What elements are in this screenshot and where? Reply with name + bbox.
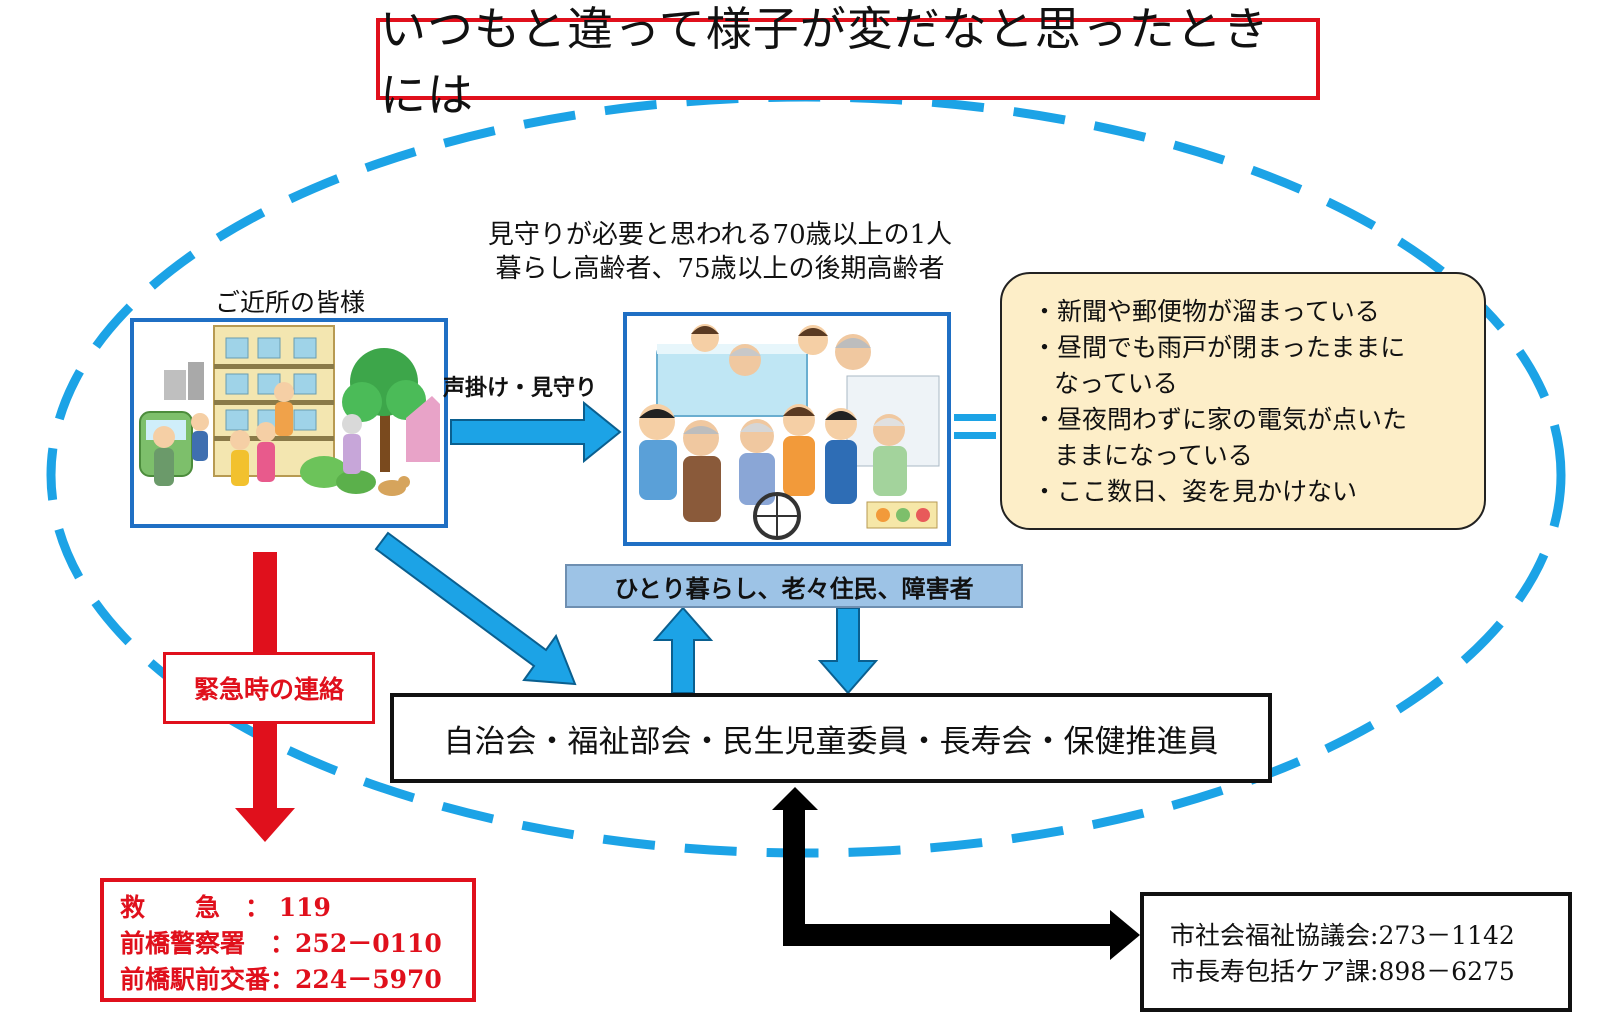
emergency-name: 前橋警察署 bbox=[120, 929, 246, 958]
emergency-row: 前橋警察署 ：252－0110 bbox=[120, 926, 472, 962]
emergency-row: 救 急 ： 119 bbox=[120, 890, 472, 926]
down-arrow bbox=[817, 607, 879, 695]
warning-sign-text-cont: なっている bbox=[1054, 369, 1178, 398]
warning-signs-box: ・新聞や郵便物が溜まっている ・昼間でも雨戸が閉まったままに なっている ・昼夜… bbox=[1000, 272, 1486, 530]
warning-sign-text-cont: ままになっている bbox=[1054, 441, 1253, 470]
city-contacts-box: 市社会福祉協議会:273－1142 市長寿包括ケア課:898－6275 bbox=[1140, 892, 1572, 1012]
target-line-2: 暮らし高齢者、75歳以上の後期高齢者 bbox=[495, 254, 945, 284]
emergency-name: 救 急 bbox=[120, 893, 221, 922]
emergency-separator: ： bbox=[245, 929, 296, 958]
contact-row: 市社会福祉協議会:273－1142 bbox=[1170, 921, 1515, 950]
organizations-box: 自治会・福祉部会・民生児童委員・長寿会・保健推進員 bbox=[390, 693, 1272, 783]
watch-arrow-label: 声掛け・見守り bbox=[443, 376, 598, 401]
contact-name: 市社会福祉協議会 bbox=[1170, 921, 1371, 950]
emergency-name: 前橋駅前交番 bbox=[120, 965, 271, 994]
warning-sign-text: ・ここ数日、姿を見かけない bbox=[1032, 477, 1358, 506]
emergency-arrow bbox=[235, 552, 295, 842]
warning-sign-item: ・昼間でも雨戸が閉まったままに なっている bbox=[1032, 330, 1470, 402]
warning-sign-item: ・新聞や郵便物が溜まっている bbox=[1032, 294, 1470, 330]
elderly-people-scene-icon bbox=[627, 316, 947, 542]
contact-number: 898－6275 bbox=[1378, 957, 1515, 986]
elderly-care-illustration bbox=[623, 312, 951, 546]
up-arrow bbox=[652, 606, 714, 694]
watch-arrow bbox=[450, 400, 622, 464]
contact-name: 市長寿包括ケア課 bbox=[1170, 957, 1371, 986]
neighborhood-scene-icon bbox=[134, 322, 444, 524]
neighbors-illustration bbox=[130, 318, 448, 528]
warning-sign-item: ・昼夜問わずに家の電気が点いた ままになっている bbox=[1032, 402, 1470, 474]
emergency-number: 119 bbox=[278, 893, 331, 922]
contacts-elbow-arrow bbox=[772, 787, 1140, 960]
equals-connector bbox=[954, 414, 996, 439]
emergency-separator: ： bbox=[270, 965, 296, 994]
target-line-1: 見守りが必要と思われる70歳以上の1人 bbox=[487, 220, 953, 250]
target-description: 見守りが必要と思われる70歳以上の1人 暮らし高齢者、75歳以上の後期高齢者 bbox=[440, 218, 1000, 286]
neighbors-label: ご近所の皆様 bbox=[214, 288, 365, 317]
emergency-separator: ： bbox=[220, 893, 271, 922]
warning-sign-item: ・ここ数日、姿を見かけない bbox=[1032, 474, 1470, 510]
emergency-numbers-box: 救 急 ： 119 前橋警察署 ：252－0110 前橋駅前交番：224－597… bbox=[100, 878, 476, 1002]
diagonal-arrow bbox=[374, 531, 577, 686]
emergency-row: 前橋駅前交番：224－5970 bbox=[120, 962, 472, 998]
warning-sign-text: ・新聞や郵便物が溜まっている bbox=[1032, 297, 1380, 326]
emergency-number: 224－5970 bbox=[295, 965, 442, 994]
emergency-number: 252－0110 bbox=[295, 929, 442, 958]
page-title: いつもと違って様子が変だなと思ったときには bbox=[376, 2, 1320, 122]
contact-number: 273－1142 bbox=[1378, 921, 1515, 950]
contact-row: 市長寿包括ケア課:898－6275 bbox=[1170, 957, 1515, 986]
warning-sign-text: ・昼間でも雨戸が閉まったままに bbox=[1032, 333, 1406, 362]
emergency-contact-label: 緊急時の連絡 bbox=[163, 652, 375, 724]
residents-label: ひとり暮らし、老々住民、障害者 bbox=[565, 564, 1023, 608]
warning-sign-text: ・昼夜問わずに家の電気が点いた bbox=[1032, 405, 1408, 434]
